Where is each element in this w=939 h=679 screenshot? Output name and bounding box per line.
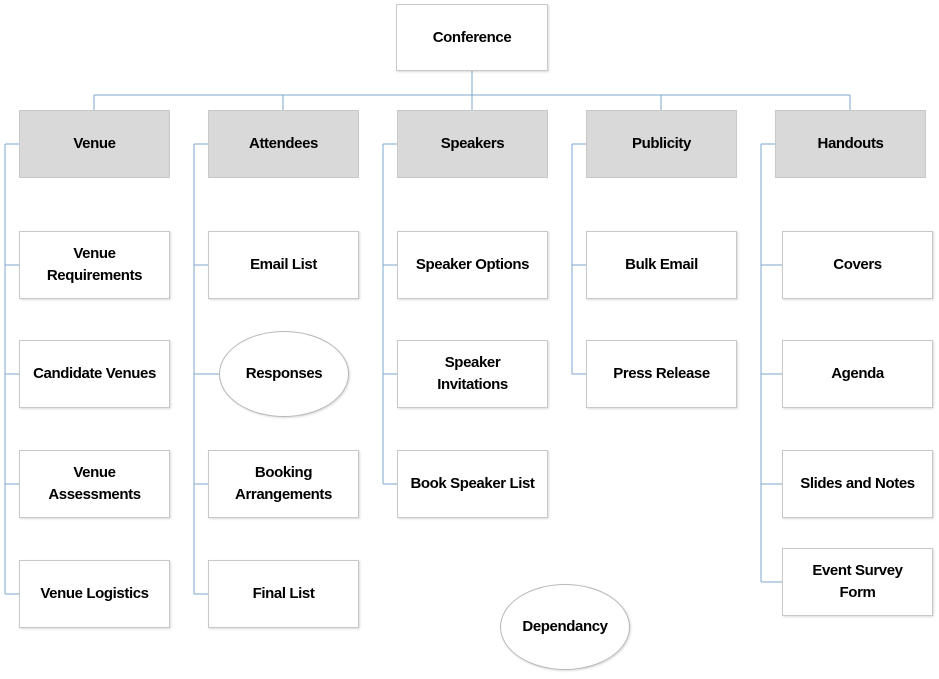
header-attendees: Attendees [208,110,359,178]
node-slides-and-notes: Slides and Notes [782,450,933,518]
legend-dependancy: Dependancy [500,584,630,670]
header-publicity: Publicity [586,110,737,178]
node-venue-assessments: Venue Assessments [19,450,170,518]
node-candidate-venues: Candidate Venues [19,340,170,408]
node-event-survey-form: Event Survey Form [782,548,933,616]
node-speaker-invitations: Speaker Invitations [397,340,548,408]
node-email-list: Email List [208,231,359,299]
node-agenda: Agenda [782,340,933,408]
node-venue-logistics: Venue Logistics [19,560,170,628]
header-venue: Venue [19,110,170,178]
header-speakers: Speakers [397,110,548,178]
header-handouts: Handouts [775,110,926,178]
node-bulk-email: Bulk Email [586,231,737,299]
root-node: Conference [396,4,548,71]
node-covers: Covers [782,231,933,299]
node-venue-requirements: Venue Requirements [19,231,170,299]
node-final-list: Final List [208,560,359,628]
node-responses: Responses [219,331,349,417]
node-booking-arrangements: Booking Arrangements [208,450,359,518]
node-press-release: Press Release [586,340,737,408]
node-speaker-options: Speaker Options [397,231,548,299]
node-book-speaker-list: Book Speaker List [397,450,548,518]
